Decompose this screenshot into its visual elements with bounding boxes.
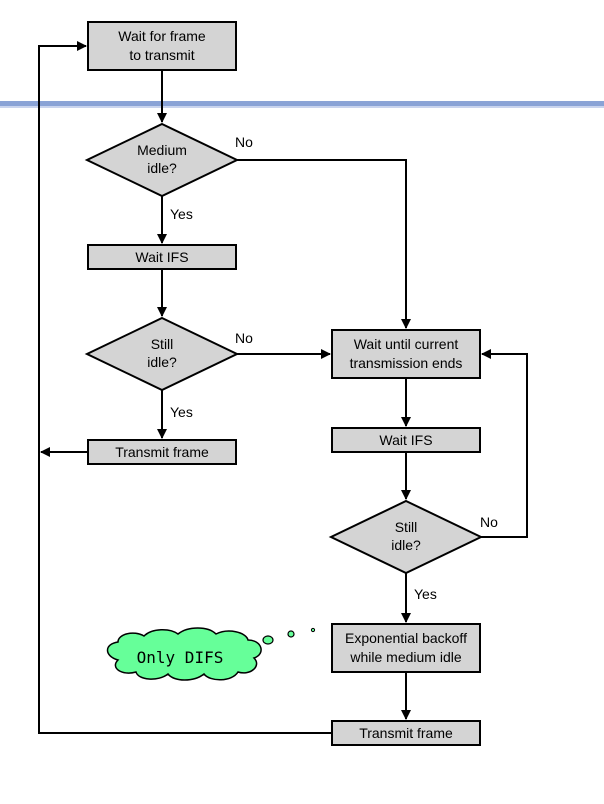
callout-cloud: Only DIFS <box>106 627 316 681</box>
label-still1-no: No <box>235 330 253 346</box>
label-medium-no: No <box>235 134 253 150</box>
edge-still2-no <box>481 349 528 538</box>
node-wait-for-frame-line2: to transmit <box>129 47 194 63</box>
cloud-shape <box>106 627 262 681</box>
thought-bubble-1 <box>262 635 274 645</box>
decision-still-idle-2-line2: idle? <box>391 537 421 553</box>
node-transmit-frame-1: Transmit frame <box>87 439 237 465</box>
edges <box>38 41 528 734</box>
node-wait-for-frame: Wait for frame to transmit <box>87 21 237 71</box>
decision-still-idle-2: Still idle? <box>328 499 484 575</box>
decision-medium-idle: Medium idle? <box>84 122 240 198</box>
node-transmit-frame-1-label: Transmit frame <box>115 444 209 460</box>
node-wait-ifs-2: Wait IFS <box>331 427 481 453</box>
node-wait-ifs-1-label: Wait IFS <box>135 249 188 265</box>
label-medium-yes: Yes <box>170 206 193 222</box>
node-backoff-line1: Exponential backoff <box>345 630 467 646</box>
thought-bubble-3 <box>310 627 316 633</box>
edge-medium-no <box>237 159 411 329</box>
decision-still-idle-1-line2: idle? <box>147 354 177 370</box>
node-transmit-frame-2: Transmit frame <box>331 720 481 746</box>
header-band <box>0 101 604 106</box>
node-wait-until-transmission-ends: Wait until current transmission ends <box>331 329 481 379</box>
thought-bubble-2 <box>287 630 295 638</box>
callout-text: Only DIFS <box>137 648 224 667</box>
label-still1-yes: Yes <box>170 404 193 420</box>
decision-still-idle-1-line1: Still <box>151 336 174 352</box>
decision-medium-idle-line1: Medium <box>137 142 187 158</box>
node-wait-until-line1: Wait until current <box>354 336 459 352</box>
decision-medium-idle-line2: idle? <box>147 160 177 176</box>
label-still2-yes: Yes <box>414 586 437 602</box>
node-wait-for-frame-line1: Wait for frame <box>118 28 206 44</box>
node-wait-until-line2: transmission ends <box>350 355 463 371</box>
label-still2-no: No <box>480 514 498 530</box>
decision-still-idle-1: Still idle? <box>84 316 240 392</box>
node-backoff-line2: while medium idle <box>349 649 461 665</box>
edge-transmit2-loop <box>38 41 332 734</box>
decision-still-idle-2-line1: Still <box>395 519 418 535</box>
node-wait-ifs-1: Wait IFS <box>87 244 237 270</box>
node-exponential-backoff: Exponential backoff while medium idle <box>331 623 481 673</box>
header-band-shadow <box>0 106 604 108</box>
node-wait-ifs-2-label: Wait IFS <box>379 432 432 448</box>
node-transmit-frame-2-label: Transmit frame <box>359 725 453 741</box>
